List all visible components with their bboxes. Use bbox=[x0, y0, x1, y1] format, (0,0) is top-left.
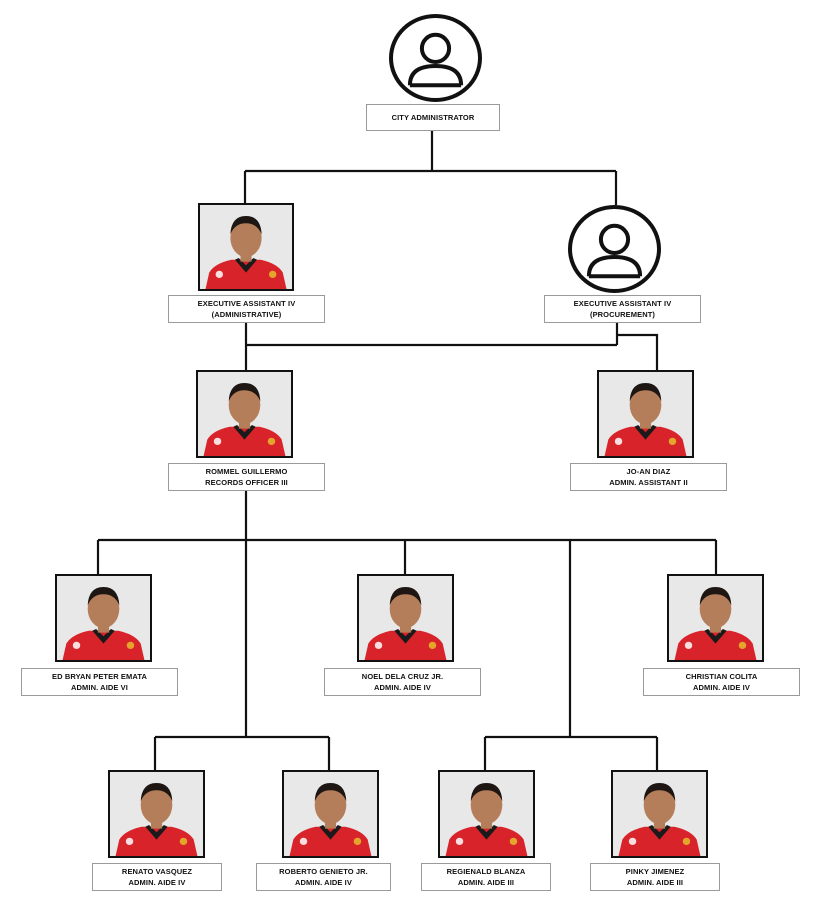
label-line-secondary: ADMIN. ASSISTANT II bbox=[609, 478, 688, 487]
staff-photo bbox=[108, 770, 205, 858]
position-label: EXECUTIVE ASSISTANT IV (PROCUREMENT) bbox=[544, 295, 701, 323]
label-line-primary: NOEL DELA CRUZ JR. bbox=[361, 672, 444, 681]
staff-photo bbox=[667, 574, 764, 662]
label-line-secondary: ADMIN. AIDE III bbox=[457, 878, 515, 887]
position-label: CITY ADMINISTRATOR bbox=[366, 104, 500, 131]
position-label: CHRISTIAN COLITA ADMIN. AIDE IV bbox=[643, 668, 800, 696]
label-line-secondary: (PROCUREMENT) bbox=[589, 310, 656, 319]
position-label: RENATO VASQUEZ ADMIN. AIDE IV bbox=[92, 863, 222, 891]
staff-photo bbox=[198, 203, 294, 291]
label-line-secondary: ADMIN. AIDE III bbox=[626, 878, 684, 887]
staff-photo bbox=[55, 574, 152, 662]
staff-photo bbox=[357, 574, 454, 662]
label-line-primary: PINKY JIMENEZ bbox=[625, 867, 685, 876]
position-label: ED BRYAN PETER EMATA ADMIN. AIDE VI bbox=[21, 668, 178, 696]
label-line-secondary: ADMIN. AIDE IV bbox=[128, 878, 186, 887]
staff-photo bbox=[438, 770, 535, 858]
staff-photo bbox=[611, 770, 708, 858]
user-placeholder-icon bbox=[389, 14, 482, 102]
label-line-secondary: ADMIN. AIDE IV bbox=[374, 683, 431, 692]
label-line-secondary: ADMIN. AIDE VI bbox=[71, 683, 128, 692]
staff-photo bbox=[282, 770, 379, 858]
label-line-primary: CITY ADMINISTRATOR bbox=[391, 113, 475, 122]
label-line-primary: RENATO VASQUEZ bbox=[121, 867, 193, 876]
position-label: ROBERTO GENIETO JR. ADMIN. AIDE IV bbox=[256, 863, 391, 891]
label-line-primary: EXECUTIVE ASSISTANT IV bbox=[573, 299, 672, 308]
position-label: JO-AN DIAZ ADMIN. ASSISTANT II bbox=[570, 463, 727, 491]
label-line-primary: CHRISTIAN COLITA bbox=[685, 672, 758, 681]
label-line-secondary: (ADMINISTRATIVE) bbox=[211, 310, 282, 319]
label-line-primary: ED BRYAN PETER EMATA bbox=[52, 672, 147, 681]
connector-line bbox=[617, 333, 659, 370]
staff-photo bbox=[597, 370, 694, 458]
label-line-secondary: RECORDS OFFICER III bbox=[205, 478, 288, 487]
label-line-primary: ROMMEL GUILLERMO bbox=[205, 467, 288, 476]
label-line-primary: JO-AN DIAZ bbox=[626, 467, 671, 476]
label-line-secondary: ADMIN. AIDE IV bbox=[295, 878, 352, 887]
label-line-primary: ROBERTO GENIETO JR. bbox=[279, 867, 368, 876]
label-line-secondary: ADMIN. AIDE IV bbox=[693, 683, 750, 692]
position-label: NOEL DELA CRUZ JR. ADMIN. AIDE IV bbox=[324, 668, 481, 696]
position-label: EXECUTIVE ASSISTANT IV (ADMINISTRATIVE) bbox=[168, 295, 325, 323]
user-placeholder-icon bbox=[568, 205, 661, 293]
position-label: PINKY JIMENEZ ADMIN. AIDE III bbox=[590, 863, 720, 891]
position-label: ROMMEL GUILLERMO RECORDS OFFICER III bbox=[168, 463, 325, 491]
position-label: REGIENALD BLANZA ADMIN. AIDE III bbox=[421, 863, 551, 891]
label-line-primary: EXECUTIVE ASSISTANT IV bbox=[197, 299, 296, 308]
label-line-primary: REGIENALD BLANZA bbox=[446, 867, 526, 876]
staff-photo bbox=[196, 370, 293, 458]
